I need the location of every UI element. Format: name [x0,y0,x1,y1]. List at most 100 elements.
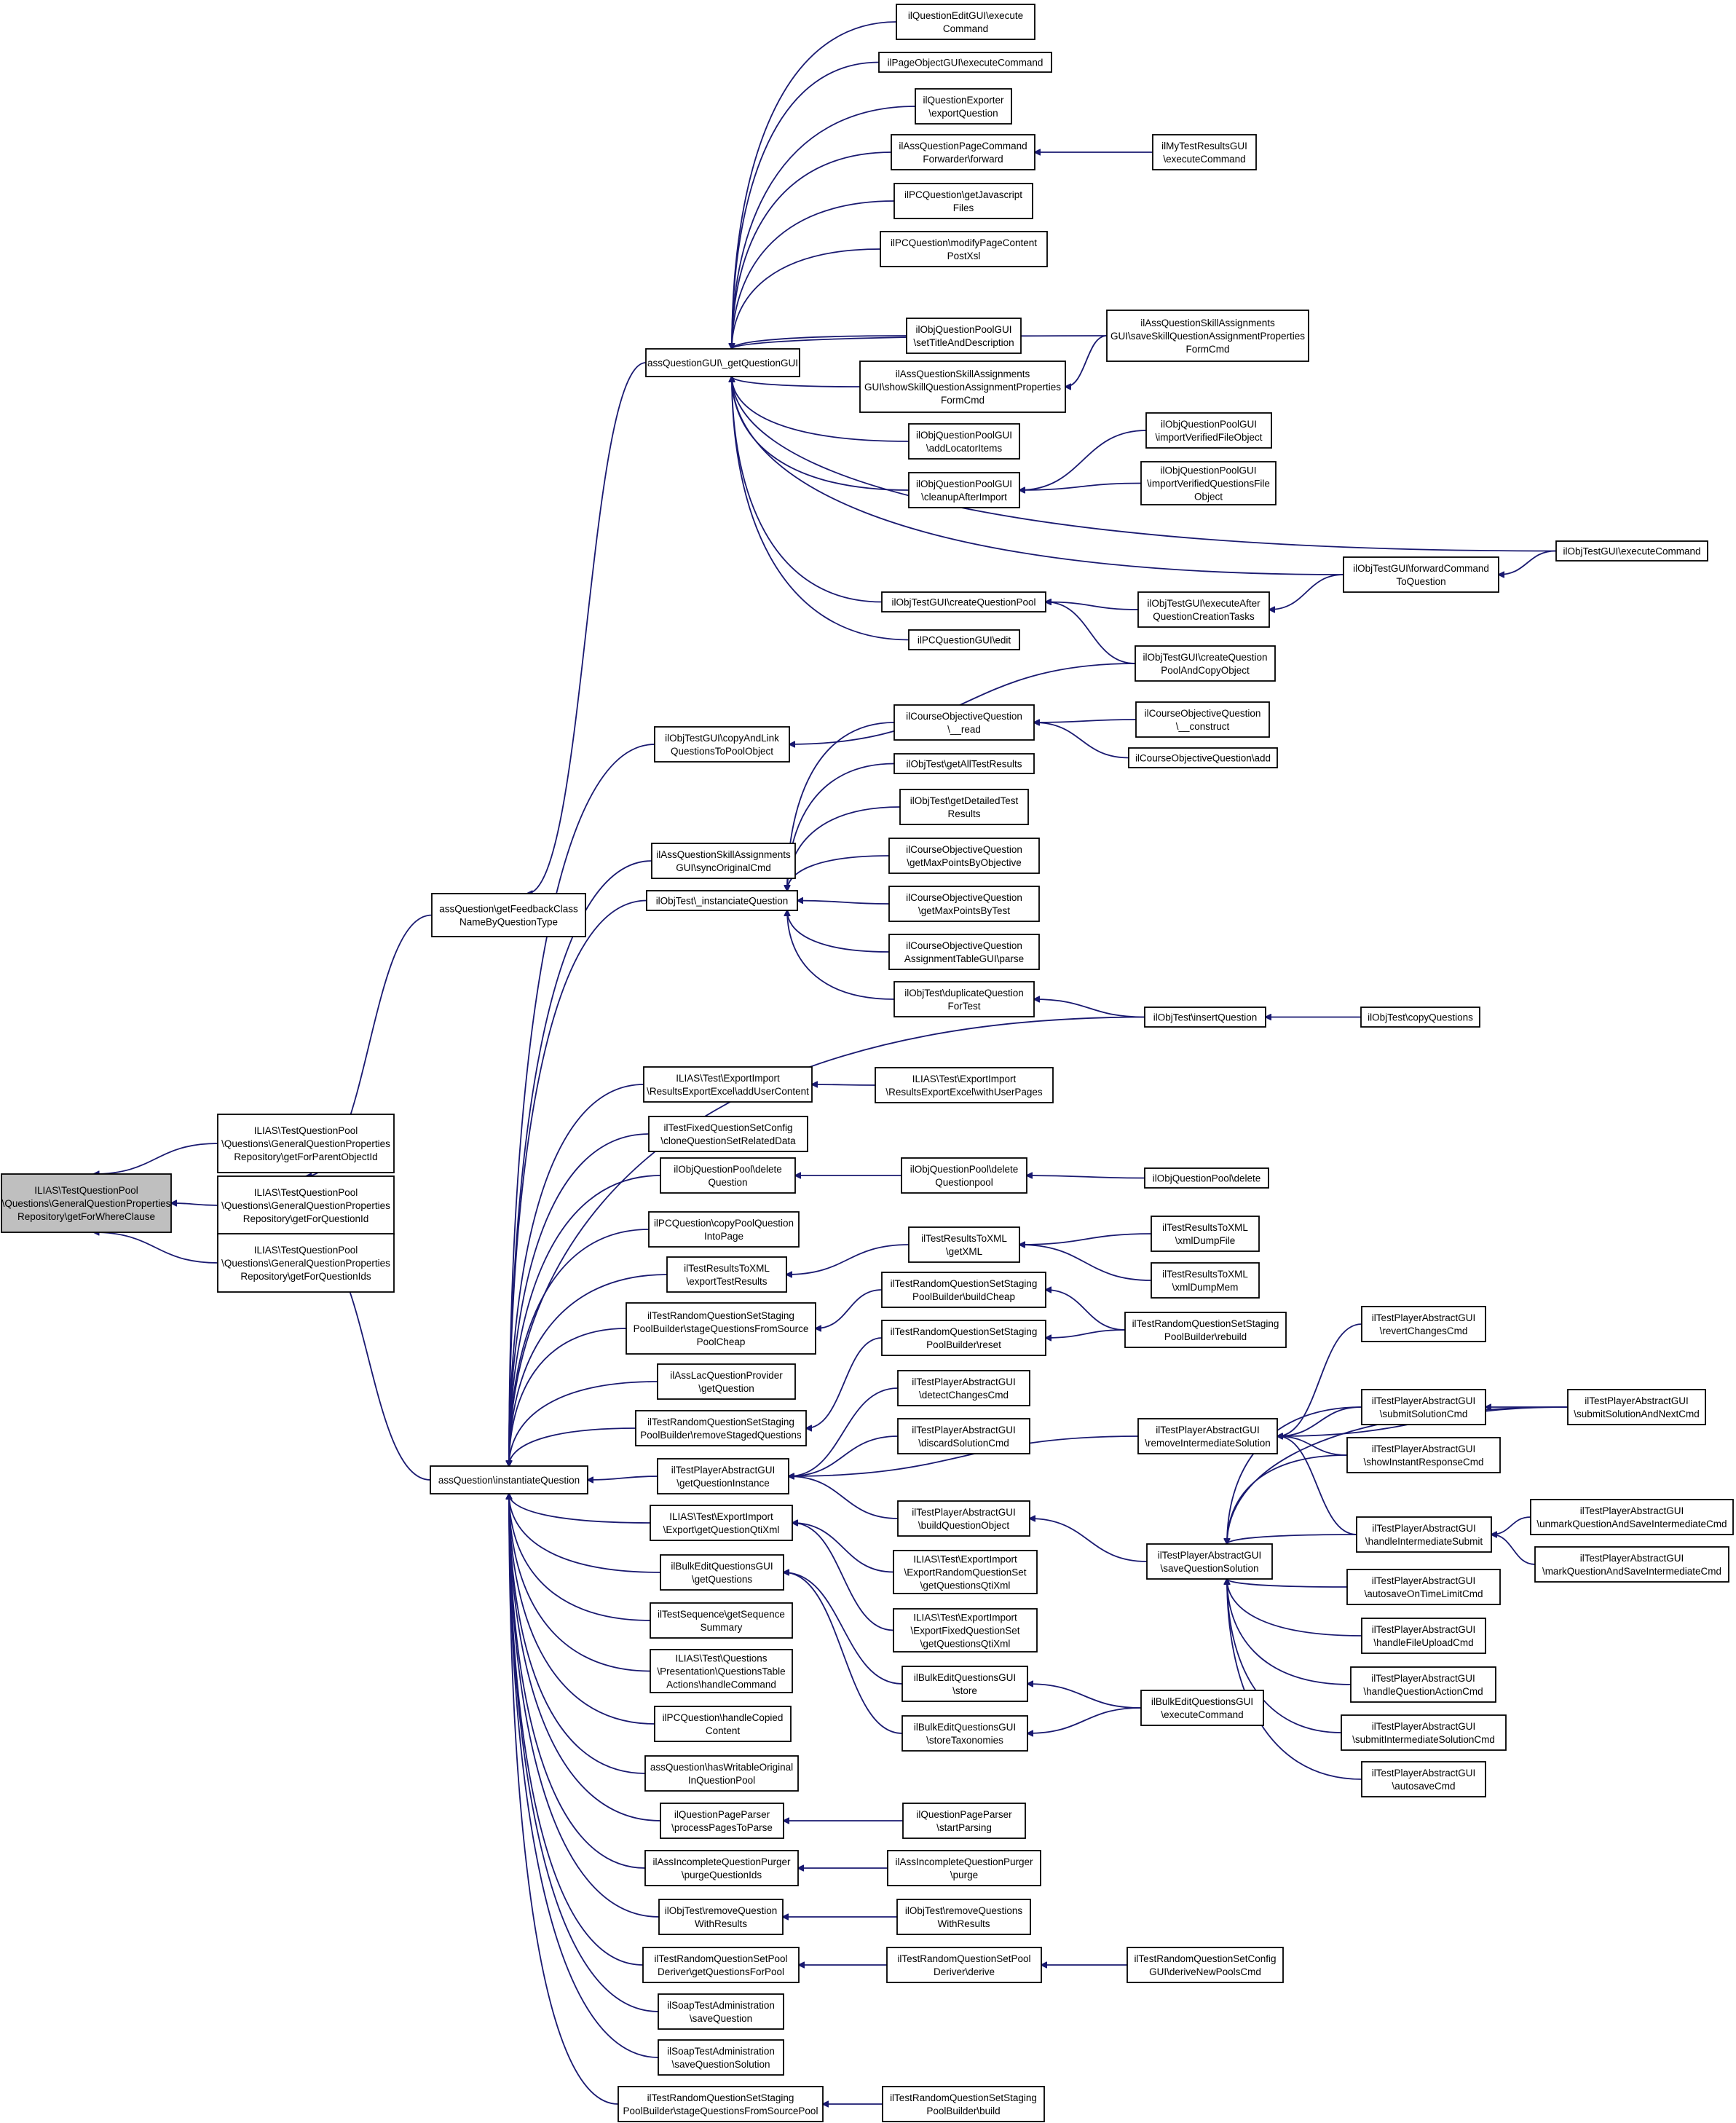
graph-node[interactable]: ilObjQuestionPoolGUI\addLocatorItems [908,423,1020,460]
graph-node[interactable]: ilTestPlayerAbstractGUI\markQuestionAndS… [1534,1546,1729,1583]
graph-node[interactable]: ilAssIncompleteQuestionPurger\purgeQuest… [644,1850,799,1886]
graph-node[interactable]: ilTestPlayerAbstractGUI\submitIntermedia… [1341,1714,1507,1751]
graph-node[interactable]: ilTestResultsToXML\getXML [908,1226,1020,1263]
graph-node[interactable]: ilObjTestGUI\executeCommand [1555,540,1708,562]
graph-node[interactable]: ilTestPlayerAbstractGUI\getQuestionInsta… [657,1458,789,1494]
graph-node[interactable]: ilTestRandomQuestionSetStagingPoolBuilde… [882,2086,1045,2122]
graph-node[interactable]: ILIAS\Test\Questions\Presentation\Questi… [650,1649,793,1693]
graph-node[interactable]: ilCourseObjectiveQuestion\__read [893,704,1035,741]
graph-node[interactable]: ilCourseObjectiveQuestion\getMaxPointsBy… [888,838,1040,874]
graph-node[interactable]: ilObjQuestionPoolGUI\setTitleAndDescript… [906,318,1022,354]
graph-node[interactable]: ilObjTest\insertQuestion [1144,1007,1266,1028]
graph-node[interactable]: ILIAS\TestQuestionPool\Questions\General… [217,1114,395,1173]
graph-node[interactable]: ilTestRandomQuestionSetStagingPoolBuilde… [618,2086,824,2122]
graph-node[interactable]: ilObjQuestionPoolGUI\importVerifiedQuest… [1140,461,1277,505]
graph-node[interactable]: ilTestResultsToXML\exportTestResults [666,1256,787,1293]
graph-node[interactable]: assQuestion\instantiateQuestion [430,1465,588,1494]
graph-node[interactable]: ilAssQuestionSkillAssignmentsGUI\showSki… [859,361,1066,413]
graph-node[interactable]: ilTestResultsToXML\xmlDumpFile [1151,1216,1260,1252]
graph-node[interactable]: ilObjQuestionPoolGUI\cleanupAfterImport [908,472,1020,508]
graph-node[interactable]: ilPCQuestionGUI\edit [908,629,1020,650]
graph-node[interactable]: ILIAS\Test\ExportImport\ResultsExportExc… [875,1067,1054,1103]
graph-node[interactable]: ilTestRandomQuestionSetStagingPoolBuilde… [881,1320,1046,1356]
graph-node[interactable]: ilBulkEditQuestionsGUI\storeTaxonomies [901,1715,1028,1752]
graph-node[interactable]: ilTestPlayerAbstractGUI\handleIntermedia… [1356,1516,1492,1553]
graph-node[interactable]: ilAssQuestionPageCommandForwarder\forwar… [891,134,1035,170]
graph-node[interactable]: ilTestPlayerAbstractGUI\removeIntermedia… [1137,1418,1278,1454]
graph-node[interactable]: ILIAS\TestQuestionPool\Questions\General… [217,1233,395,1293]
graph-node[interactable]: ILIAS\TestQuestionPool\Questions\General… [1,1173,172,1233]
graph-node[interactable]: ilObjTestGUI\createQuestionPool [881,591,1046,613]
graph-node[interactable]: ilQuestionEditGUI\executeCommand [896,4,1035,40]
graph-node[interactable]: ilTestFixedQuestionSetConfig\cloneQuesti… [648,1116,808,1152]
graph-node[interactable]: ilTestPlayerAbstractGUI\submitSolutionCm… [1361,1389,1486,1425]
graph-node[interactable]: ilTestPlayerAbstractGUI\revertChangesCmd [1361,1306,1486,1342]
graph-node[interactable]: ilCourseObjectiveQuestion\add [1128,747,1278,768]
graph-node[interactable]: ilTestPlayerAbstractGUI\discardSolutionC… [897,1418,1030,1454]
graph-node[interactable]: ilObjTest\_instanciateQuestion [646,890,798,911]
graph-node[interactable]: ilTestRandomQuestionSetConfigGUI\deriveN… [1127,1947,1284,1983]
graph-node[interactable]: ILIAS\Test\ExportImport\ExportFixedQuest… [893,1608,1038,1653]
graph-node[interactable]: ilCourseObjectiveQuestion\__construct [1135,701,1270,738]
graph-node[interactable]: ilAssLacQuestionProvider\getQuestion [657,1363,796,1400]
graph-node[interactable]: ilTestRandomQuestionSetPoolDeriver\getQu… [642,1947,800,1983]
graph-node[interactable]: ilTestPlayerAbstractGUI\unmarkQuestionAn… [1530,1499,1734,1535]
graph-node[interactable]: ilAssQuestionSkillAssignmentsGUI\saveSki… [1106,310,1309,362]
graph-node[interactable]: ilTestRandomQuestionSetStagingPoolBuilde… [635,1410,807,1446]
graph-node[interactable]: ilTestRandomQuestionSetStagingPoolBuilde… [626,1302,816,1355]
graph-node[interactable]: ilTestPlayerAbstractGUI\autosaveCmd [1361,1761,1486,1797]
graph-node[interactable]: assQuestionGUI\_getQuestionGUI [645,348,800,377]
graph-node[interactable]: ilObjTestGUI\createQuestionPoolAndCopyOb… [1135,645,1276,682]
graph-node[interactable]: ilBulkEditQuestionsGUI\store [901,1666,1028,1702]
graph-node[interactable]: ilQuestionExporter\exportQuestion [915,88,1012,125]
graph-node[interactable]: ilTestPlayerAbstractGUI\submitSolutionAn… [1567,1389,1706,1425]
graph-node[interactable]: ilObjTest\getAllTestResults [893,753,1035,774]
graph-node[interactable]: ilObjTestGUI\executeAfterQuestionCreatio… [1137,591,1270,628]
graph-node[interactable]: ilTestRandomQuestionSetStagingPoolBuilde… [1124,1312,1287,1348]
graph-node[interactable]: ilTestPlayerAbstractGUI\handleFileUpload… [1361,1618,1486,1654]
graph-node[interactable]: ilCourseObjectiveQuestionAssignmentTable… [888,934,1040,970]
graph-node[interactable]: ilTestPlayerAbstractGUI\buildQuestionObj… [897,1500,1030,1537]
graph-node[interactable]: ilTestPlayerAbstractGUI\showInstantRespo… [1346,1437,1501,1473]
graph-node[interactable]: ilTestPlayerAbstractGUI\saveQuestionSolu… [1146,1543,1273,1580]
graph-node[interactable]: ilQuestionPageParser\processPagesToParse [660,1803,784,1839]
graph-node[interactable]: ILIAS\Test\ExportImport\ExportRandomQues… [893,1550,1038,1594]
graph-node[interactable]: ilCourseObjectiveQuestion\getMaxPointsBy… [888,886,1040,922]
graph-node[interactable]: ilAssQuestionSkillAssignmentsGUI\syncOri… [651,843,796,879]
graph-node[interactable]: ILIAS\Test\ExportImport\Export\getQuesti… [650,1505,793,1541]
graph-node[interactable]: ilTestPlayerAbstractGUI\handleQuestionAc… [1350,1666,1496,1703]
graph-node[interactable]: ilObjTest\copyQuestions [1360,1007,1480,1028]
graph-node[interactable]: ilObjQuestionPool\delete [1144,1167,1269,1189]
graph-node[interactable]: ilPageObjectGUI\executeCommand [878,52,1052,73]
graph-node[interactable]: ILIAS\Test\ExportImport\ResultsExportExc… [643,1066,813,1103]
graph-node[interactable]: ilTestRandomQuestionSetStagingPoolBuilde… [881,1272,1046,1308]
graph-node[interactable]: ilBulkEditQuestionsGUI\getQuestions [660,1554,784,1591]
graph-node[interactable]: ilMyTestResultsGUI\executeCommand [1152,134,1257,170]
graph-node[interactable]: assQuestion\hasWritableOriginalInQuestio… [644,1755,799,1792]
graph-node[interactable]: ilTestResultsToXML\xmlDumpMem [1151,1262,1260,1299]
graph-node[interactable]: assQuestion\getFeedbackClassNameByQuesti… [431,893,586,937]
graph-node[interactable]: ilTestRandomQuestionSetPoolDeriver\deriv… [886,1947,1042,1983]
graph-node[interactable]: ilObjTestGUI\copyAndLinkQuestionsToPoolO… [654,726,790,763]
graph-node[interactable]: ilSoapTestAdministration\saveQuestion [658,1993,784,2030]
graph-node[interactable]: ILIAS\TestQuestionPool\Questions\General… [217,1175,395,1235]
graph-node[interactable]: ilAssIncompleteQuestionPurger\purge [887,1850,1041,1886]
graph-node[interactable]: ilObjQuestionPoolGUI\importVerifiedFileO… [1145,412,1272,449]
graph-node[interactable]: ilBulkEditQuestionsGUI\executeCommand [1140,1690,1264,1726]
graph-node[interactable]: ilQuestionPageParser\startParsing [902,1803,1026,1839]
graph-node[interactable]: ilTestPlayerAbstractGUI\detectChangesCmd [897,1370,1030,1406]
graph-node[interactable]: ilTestPlayerAbstractGUI\autosaveOnTimeLi… [1346,1569,1501,1605]
graph-node[interactable]: ilSoapTestAdministration\saveQuestionSol… [658,2039,784,2076]
